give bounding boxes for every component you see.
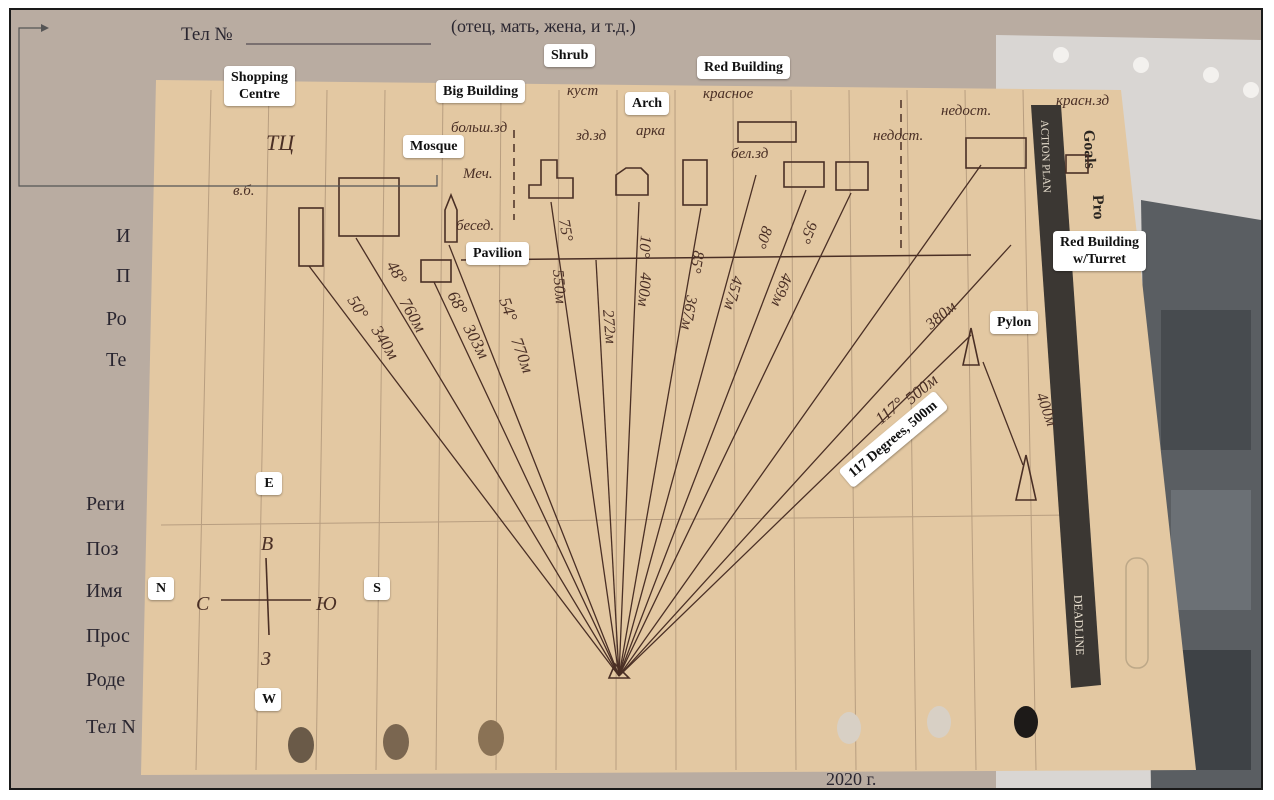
label-east: E xyxy=(256,472,282,495)
label-south: S xyxy=(364,577,390,600)
label-big-building: Big Building xyxy=(436,80,525,103)
label-arch: Arch xyxy=(625,92,669,115)
label-pylon: Pylon xyxy=(990,311,1038,334)
label-mosque: Mosque xyxy=(403,135,464,158)
label-red-building: Red Building xyxy=(697,56,790,79)
label-north: N xyxy=(148,577,174,600)
label-pavilion: Pavilion xyxy=(466,242,529,265)
label-west: W xyxy=(255,688,281,711)
figure-border xyxy=(9,8,1263,790)
label-shrub: Shrub xyxy=(544,44,595,67)
